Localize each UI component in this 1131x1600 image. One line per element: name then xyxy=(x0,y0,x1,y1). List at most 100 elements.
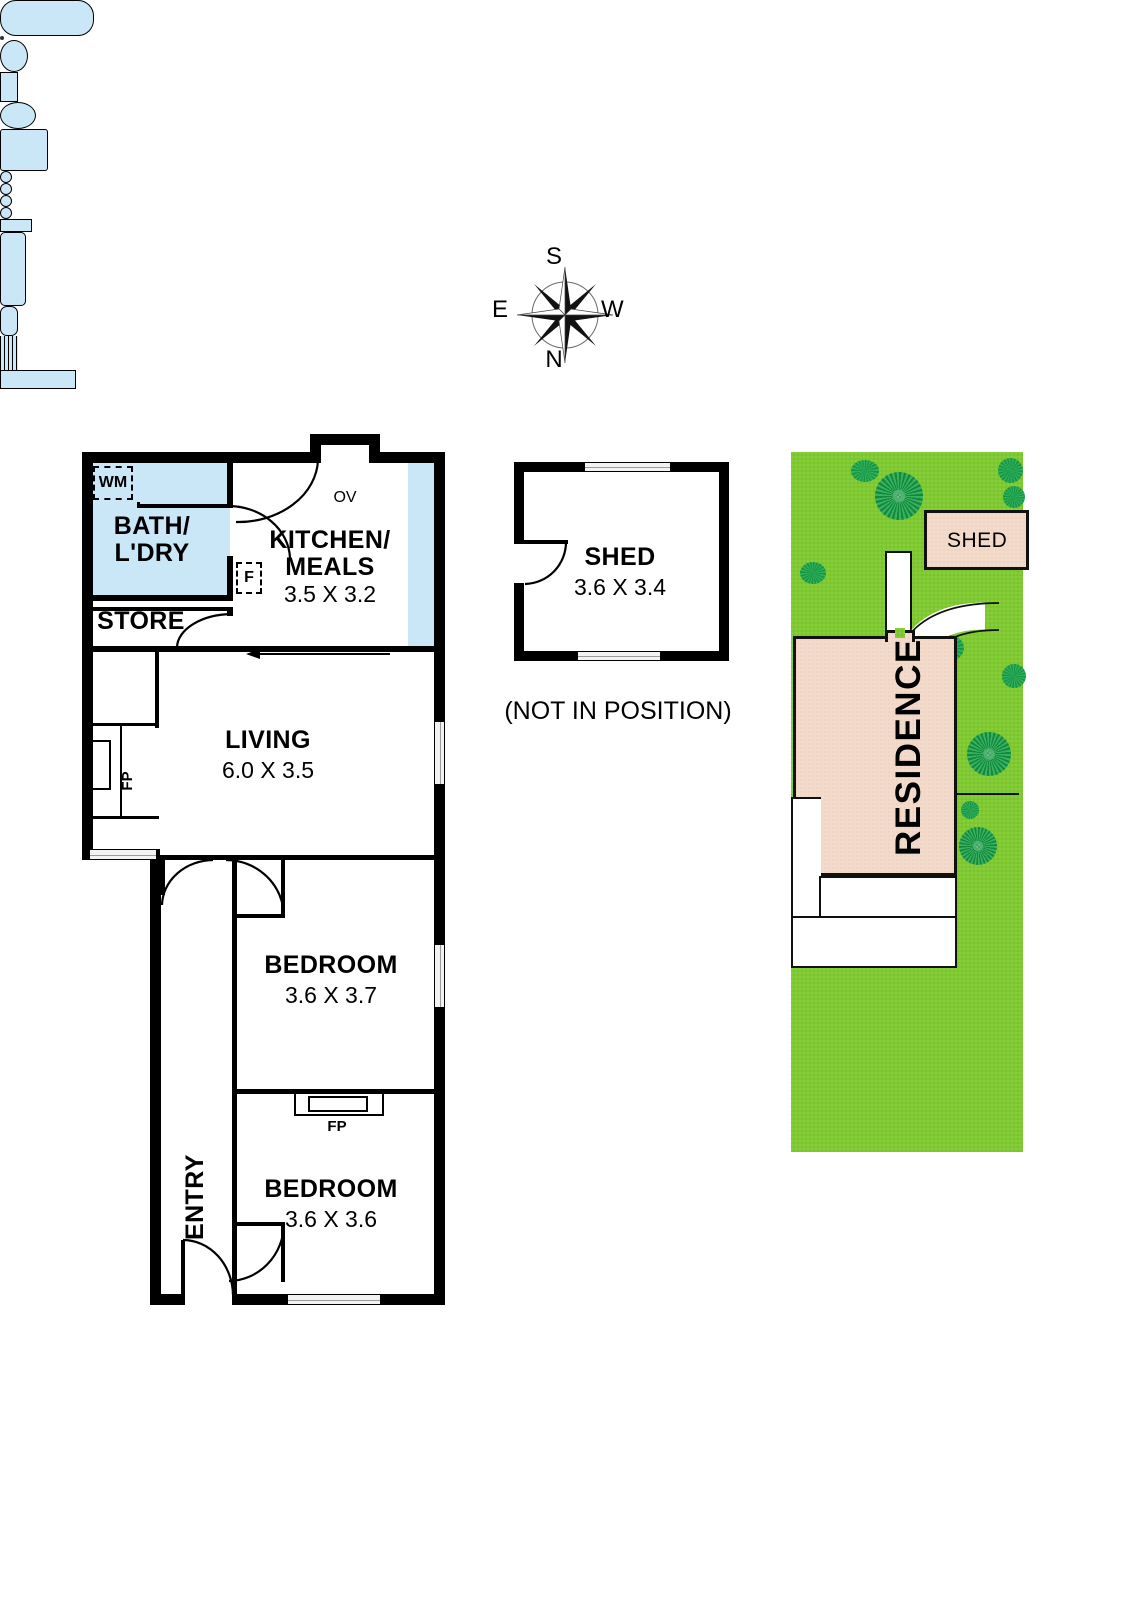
tree-icon xyxy=(959,827,997,865)
compass-label-bottom: N xyxy=(545,346,563,373)
interior-wall-bath-tub-top xyxy=(137,504,229,508)
room-label-bath: BATH/ L'DRY xyxy=(114,513,191,567)
fridge-icon: F xyxy=(236,562,262,594)
site-hedge-line xyxy=(957,793,1019,795)
interior-wall-bedroom1-bedroom2 xyxy=(237,1089,434,1094)
door-swing-bedroom2 xyxy=(228,1223,286,1284)
fireplace-bedroom-label: FP xyxy=(327,1118,347,1135)
door-swing-living-hall xyxy=(160,858,215,908)
site-residence-label: RESIDENCE xyxy=(889,638,928,856)
room-label-kitchen-line1: KITCHEN/ xyxy=(269,526,391,554)
compass-rose xyxy=(500,250,630,380)
tree-icon xyxy=(961,801,979,819)
bathroom-floor-fill xyxy=(88,462,230,600)
interior-wall-living-stub xyxy=(161,855,165,895)
door-swing-kitchen-hall xyxy=(233,459,320,526)
door-swing-shed xyxy=(524,541,568,586)
compass-label-left: E xyxy=(492,296,509,323)
compass-label-right: W xyxy=(601,296,624,323)
cooktop-burner-icon xyxy=(0,183,12,195)
shed-wall-left-lower xyxy=(514,583,524,661)
interior-wall-bath-right-lower xyxy=(227,556,233,600)
exterior-wall-right xyxy=(434,452,445,1305)
room-dim-living: 6.0 X 3.5 xyxy=(221,757,315,783)
room-label-bath-line1: BATH/ xyxy=(113,512,191,540)
cooktop-burner-icon xyxy=(0,195,12,207)
room-label-entry: ENTRY xyxy=(181,1154,209,1240)
tree-icon xyxy=(998,458,1023,483)
shed-wall-right xyxy=(719,462,729,661)
room-dim-kitchen: 3.5 X 3.2 xyxy=(283,581,377,607)
interior-wall-bedroom-corridor xyxy=(232,860,237,1295)
tree-icon xyxy=(1002,664,1026,688)
site-side-path xyxy=(885,551,912,637)
fireplace-bedroom-hearth-icon xyxy=(308,1096,368,1112)
bathtub-icon xyxy=(0,0,94,36)
room-dim-bedroom1: 3.6 X 3.7 xyxy=(284,982,378,1008)
exterior-wall-top-right xyxy=(369,452,445,463)
cooktop-burner-icon xyxy=(0,207,12,219)
door-swing-store xyxy=(175,612,234,650)
oven-front-icon xyxy=(0,219,32,232)
sink-drainer-icon xyxy=(0,353,18,370)
shed-door-leaf xyxy=(524,540,568,544)
sink-drainer-icon xyxy=(0,336,18,353)
interior-wall-hall-fp-top xyxy=(88,723,159,726)
interior-wall-hall-left xyxy=(155,652,159,727)
door-swing-bedroom1 xyxy=(225,858,286,920)
interior-wall-store-right xyxy=(227,607,233,616)
bathtub-plughole-icon xyxy=(0,36,4,40)
washing-machine-icon: WM xyxy=(93,466,133,500)
main-floor-plan: WM OV F FP FP xyxy=(0,0,500,1400)
site-verandah-front xyxy=(819,876,957,918)
kitchen-sink-icon xyxy=(0,232,26,306)
interior-wall-store-bottom xyxy=(88,646,233,652)
shed-position-note: (NOT IN POSITION) xyxy=(504,697,732,725)
front-door-leaf xyxy=(181,1240,185,1298)
toilet-bowl-icon xyxy=(0,102,36,129)
door-swing-front-entry xyxy=(182,1238,235,1298)
interior-wall-bedroom1-jamb xyxy=(237,914,285,918)
oven-label: OV xyxy=(333,489,357,506)
exterior-wall-left-living xyxy=(82,652,93,857)
bedroom2-window-front xyxy=(288,1294,380,1305)
tree-icon xyxy=(967,732,1011,776)
room-dim-shed: 3.6 X 3.4 xyxy=(573,574,667,600)
tree-icon xyxy=(1003,486,1025,508)
kitchen-sink-bowl-icon xyxy=(0,306,18,336)
room-label-store: STORE xyxy=(97,607,185,635)
exterior-wall-top xyxy=(82,452,310,463)
basin-icon xyxy=(0,40,28,72)
bedroom1-window-right xyxy=(434,945,445,1007)
exterior-wall-kitchen-bump-top xyxy=(310,434,380,445)
site-residence-notch-gap xyxy=(895,628,905,638)
exterior-wall-bottom xyxy=(150,1294,185,1305)
site-shed-label: SHED xyxy=(947,529,1008,552)
room-label-kitchen: KITCHEN/ MEALS xyxy=(269,527,390,581)
shed-wall-left-upper xyxy=(514,462,524,544)
interior-wall-bath-right xyxy=(227,462,233,508)
interior-wall-living-bedroom1 xyxy=(161,855,434,860)
cooktop-icon xyxy=(0,129,48,171)
living-window-right xyxy=(434,722,445,784)
fireplace-living-label: FP xyxy=(119,771,136,791)
shed-window-top xyxy=(585,462,670,472)
interior-wall-bedroom2-jamb-v xyxy=(281,1222,285,1282)
room-dim-bedroom2: 3.6 X 3.6 xyxy=(284,1206,378,1232)
shed-detail-plan: SHED 3.6 X 3.4 xyxy=(500,440,750,730)
exterior-wall-left-upper xyxy=(82,452,93,660)
tree-icon xyxy=(851,460,879,482)
compass-rose-svg xyxy=(516,266,614,364)
room-label-bath-line2: L'DRY xyxy=(114,538,190,567)
shed-window-bottom xyxy=(578,651,660,661)
interior-wall-bath-bottom xyxy=(88,595,233,601)
room-label-kitchen-line2: MEALS xyxy=(285,552,375,581)
room-label-bedroom2: BEDROOM xyxy=(264,1175,398,1203)
room-label-shed: SHED xyxy=(584,543,656,571)
exterior-wall-kitchen-bump-right xyxy=(369,434,380,463)
compass-label-top: S xyxy=(545,243,563,270)
interior-wall-hall-fp-bottom xyxy=(88,816,159,819)
site-verandah-front-lower xyxy=(791,916,957,968)
interior-wall-kitchen-living-divider xyxy=(233,646,434,652)
